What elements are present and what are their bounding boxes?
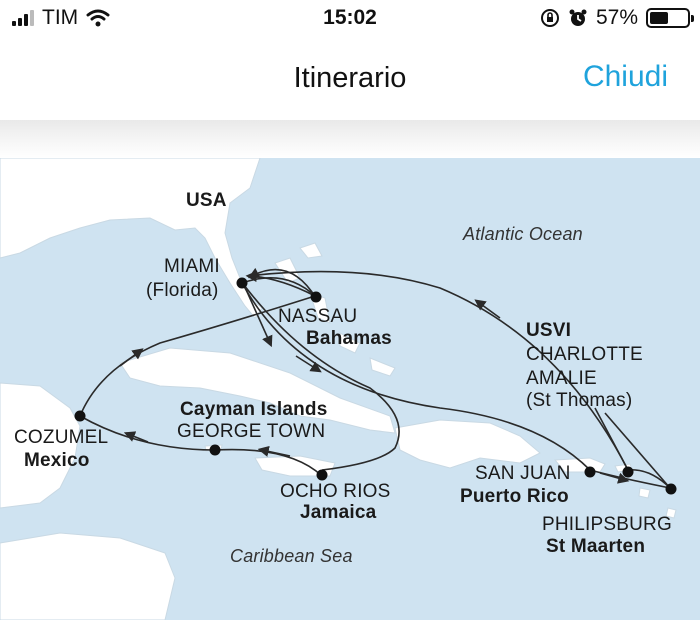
port-name-nassau: NASSAU: [278, 306, 358, 327]
land-bahamas-3: [339, 332, 361, 354]
wifi-icon: [86, 9, 110, 27]
route-miami-sanjuan: [241, 282, 591, 471]
land-florida: [0, 158, 263, 319]
port-group-usvi: USVI: [526, 320, 572, 341]
bottom-padding: [0, 620, 700, 643]
route-charlotte-label: [594, 407, 629, 471]
port-name-san-juan: SAN JUAN: [475, 463, 571, 484]
orientation-lock-icon: [540, 9, 559, 27]
port-region-puerto-rico: Puerto Rico: [460, 486, 569, 507]
status-time: 15:02: [323, 6, 377, 29]
status-bar: TIM 15:02 57%: [0, 0, 700, 40]
port-dot-miami: [236, 277, 248, 289]
port-dot-san-juan: [584, 466, 596, 478]
port-name-charlotte: CHARLOTTE: [526, 344, 643, 365]
route-arrow-cuba: [295, 355, 322, 373]
port-group-cayman: Cayman Islands: [180, 399, 328, 420]
port-name-cozumel: COZUMEL: [14, 427, 109, 448]
alarm-icon: [569, 9, 587, 26]
port-dot-ocho-rios: [316, 469, 328, 481]
ocean-label-atlantic: Atlantic Ocean: [463, 224, 583, 244]
route-arrow-usvi: [474, 299, 501, 319]
close-button[interactable]: Chiudi: [582, 60, 668, 93]
carrier-name: TIM: [42, 6, 79, 29]
route-philipsburg-label: [604, 412, 671, 489]
battery-percent: 57%: [595, 6, 638, 29]
route-arrow-cozumel-north: [119, 348, 144, 367]
port-name-philipsburg: PHILIPSBURG: [542, 514, 672, 535]
port-dot-george-town: [209, 444, 221, 456]
port-name-amalie: AMALIE: [526, 368, 597, 389]
route-georgetown-cozumel: [79, 415, 216, 451]
route-cozumel-miami: [79, 295, 316, 417]
country-label-usa: USA: [186, 190, 227, 211]
sea-label-caribbean: Caribbean Sea: [230, 546, 353, 566]
port-dot-nassau: [310, 291, 322, 303]
route-philipsburg-charlotte: [627, 469, 671, 489]
route-ochorios-georgetown: [214, 448, 323, 477]
land-hispaniola: [394, 419, 541, 469]
land-leeward-1: [638, 487, 651, 499]
status-right: 57%: [540, 6, 694, 30]
port-name-george-town: GEORGE TOWN: [177, 421, 326, 442]
port-dot-cozumel: [74, 410, 86, 422]
route-arrow-georgetown: [257, 445, 291, 457]
land-cuba: [119, 347, 396, 434]
battery-fill: [650, 12, 668, 24]
signal-strength-icon: [12, 10, 34, 26]
navigation-bar: Itinerario Chiudi: [0, 40, 700, 120]
port-name-miami: MIAMI: [164, 256, 220, 277]
port-dot-philipsburg: [665, 483, 677, 495]
port-region-st-maarten: St Maarten: [546, 536, 646, 557]
port-region-nassau: Bahamas: [306, 328, 392, 349]
port-region-jamaica: Jamaica: [300, 502, 377, 523]
route-nassau-miami-2: [248, 267, 317, 299]
port-name-ocho-rios: OCHO RIOS: [280, 481, 391, 502]
battery-icon: [646, 8, 694, 28]
port-region-st-thomas: (St Thomas): [526, 390, 633, 411]
land-yucatan: [0, 382, 81, 509]
port-dot-charlotte-amalie: [622, 466, 634, 478]
route-arrow-cozumel: [123, 431, 149, 443]
route-miami-ochorios: [243, 284, 400, 471]
port-region-miami: (Florida): [146, 280, 219, 301]
route-arrow-pr: [599, 472, 630, 484]
map-graphic: [0, 158, 677, 620]
page-title: Itinerario: [293, 62, 407, 94]
port-region-mexico: Mexico: [24, 450, 90, 471]
route-charlotte-miami: [247, 270, 629, 471]
status-left: TIM: [12, 6, 110, 30]
itinerary-map[interactable]: USA Atlantic Ocean Caribbean Sea MIAMI (…: [0, 158, 700, 620]
land-central-america: [0, 532, 176, 620]
header-shadow: [0, 120, 700, 158]
land-bahamas-4: [369, 357, 396, 377]
land-leeward-2: [665, 507, 677, 519]
land-bahamas-5: [299, 242, 323, 259]
